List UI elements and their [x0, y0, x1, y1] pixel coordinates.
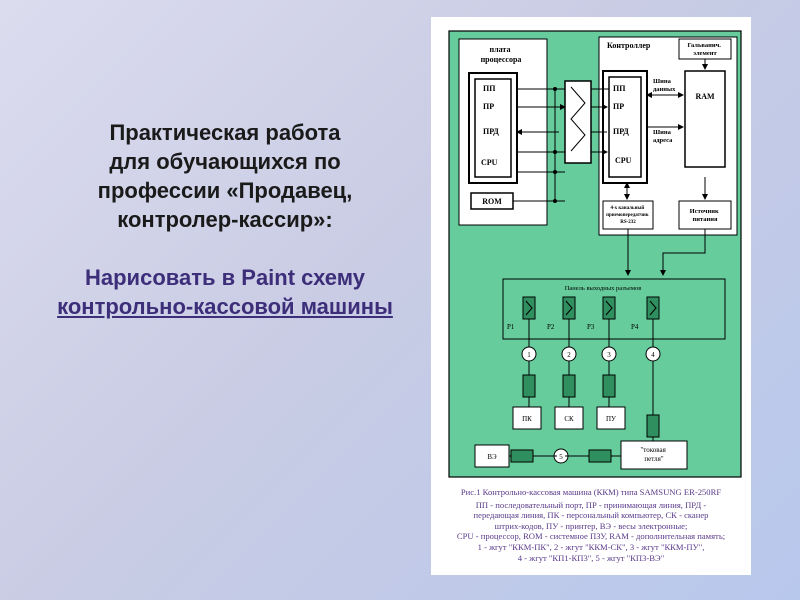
- kkm-block-diagram: плата процессора ПП ПР ПРД CPU ROM Контр…: [448, 30, 742, 478]
- harness-number: 2: [567, 351, 571, 359]
- port-label: P1: [507, 323, 515, 331]
- connector-ve: [510, 449, 534, 463]
- port-label: P4: [631, 323, 639, 331]
- port-connector: [562, 296, 576, 320]
- port-connector-mark: [565, 300, 573, 316]
- task-text: Нарисовать в Paint схему контрольно-касс…: [40, 263, 410, 321]
- scales-label: ВЭ: [487, 453, 497, 461]
- connectors-panel: [502, 278, 726, 340]
- scanner-label: СК: [564, 415, 574, 423]
- scanner-block: [554, 406, 584, 430]
- cpu-prd-label: ПРД: [483, 127, 499, 136]
- port-label: P2: [547, 323, 555, 331]
- data-bus-label: Шина данных: [653, 78, 676, 93]
- slide-heading: Практическая работа для обучающихся по п…: [97, 120, 353, 232]
- port-connector: [602, 296, 616, 320]
- controller-prd-label: ПРД: [613, 127, 629, 136]
- harness-number: 3: [607, 351, 611, 359]
- harness-connector: [602, 374, 616, 398]
- cpu-block-inner: [474, 78, 512, 178]
- rs232-transceiver-label: 4-х канальный приемопередатчик RS-232: [606, 206, 650, 225]
- caption-line: 4 - жгут "КП1-КП3", 5 - жгут "КП3-ВЭ": [517, 552, 665, 563]
- harness-group: 1 2 3 4 5: [521, 319, 661, 464]
- caption-title: Рис.1 Контрольно-кассовая машина (ККМ) т…: [460, 487, 722, 497]
- caption-line: 1 - жгут "ККМ-ПК", 2 - жгут "ККМ-СК", 3 …: [477, 541, 705, 552]
- power-supply-label: Источник питания: [690, 208, 721, 223]
- bus-buffer-zigzag: [570, 86, 586, 152]
- caption-line: CPU - процессор, ROM - системное ПЗУ, RA…: [456, 531, 726, 542]
- rom-label: ROM: [482, 197, 502, 206]
- bus-buffer: [564, 80, 592, 164]
- port-connector-mark: [649, 300, 657, 316]
- harness-number: 5: [559, 453, 563, 461]
- port-label: P3: [587, 323, 595, 331]
- ports-group: P1 P2 P3 P4: [507, 296, 660, 331]
- port-connector-mark: [605, 300, 613, 316]
- cpu-pp-label: ПП: [483, 84, 496, 93]
- controller-cpu-inner: [608, 76, 642, 178]
- rs232-transceiver-block: [602, 200, 654, 230]
- caption-line: ПП - последовательный порт, ПР - принима…: [475, 499, 707, 510]
- current-loop-label: "токовая петля": [640, 446, 667, 463]
- controller-pr-label: ПР: [613, 102, 624, 111]
- controller-pp-label: ПП: [613, 84, 626, 93]
- harness-connector: [646, 414, 660, 438]
- controller-cpu-label: CPU: [615, 156, 632, 165]
- harness-connector: [522, 374, 536, 398]
- task-prefix: Нарисовать в Paint схему: [85, 265, 365, 290]
- port-connector-mark: [525, 300, 533, 316]
- galvanic-element-label: Гальванич. элемент: [687, 42, 722, 57]
- slide-text-block: Практическая работа для обучающихся по п…: [40, 118, 410, 321]
- cpu-label: CPU: [481, 158, 498, 167]
- ram-label: RAM: [695, 92, 715, 101]
- cpu-pr-label: ПР: [483, 102, 494, 111]
- caption-line: передающая линия, ПК - персональный комп…: [473, 510, 709, 521]
- power-supply-block: [678, 200, 732, 230]
- caption-line: штрих-кодов, ПУ - принтер, ВЭ - весы эле…: [494, 520, 688, 531]
- port-connector: [522, 296, 536, 320]
- figure-caption: Рис.1 Контрольно-кассовая машина (ККМ) т…: [437, 487, 745, 563]
- port-connector: [646, 296, 660, 320]
- connectors-panel-label: Панель выходных разъемов: [565, 285, 642, 292]
- controller-title: Контроллер: [607, 41, 651, 50]
- ram-block: [684, 70, 726, 168]
- diagram-panel: плата процессора ПП ПР ПРД CPU ROM Контр…: [431, 17, 751, 575]
- address-bus-label: Шина адреса: [653, 129, 673, 144]
- pc-block: [512, 406, 542, 430]
- connector-loop: [588, 449, 612, 463]
- current-loop-block: [620, 440, 688, 470]
- cpu-board-title: плата процессора: [481, 45, 522, 64]
- harness-number: 4: [651, 351, 655, 359]
- printer-block: [596, 406, 626, 430]
- printer-label: ПУ: [606, 415, 616, 423]
- task-link[interactable]: контрольно-кассовой машины: [57, 294, 393, 319]
- harness-connector: [562, 374, 576, 398]
- cpu-block-outer: [468, 72, 518, 184]
- harness-number: 1: [527, 351, 531, 359]
- pc-label: ПК: [522, 415, 532, 423]
